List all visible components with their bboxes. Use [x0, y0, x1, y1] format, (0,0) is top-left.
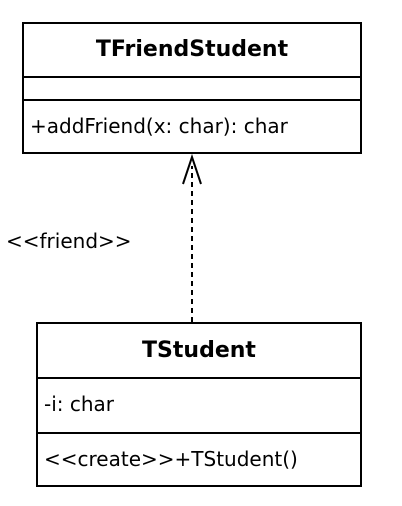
attributes-compartment: [24, 78, 360, 99]
operations-compartment: <<create>>+TStudent(): [38, 432, 360, 485]
operation-addfriend: +addFriend(x: char): char: [30, 114, 288, 138]
dependency-stereotype-label: <<friend>>: [6, 229, 132, 253]
operations-compartment: +addFriend(x: char): char: [24, 99, 360, 152]
operation-constructor: <<create>>+TStudent(): [44, 447, 298, 471]
open-arrowhead: [182, 153, 202, 185]
attributes-compartment: -i: char: [38, 379, 360, 432]
class-name: TStudent: [38, 324, 360, 379]
class-tstudent: TStudent -i: char <<create>>+TStudent(): [36, 322, 362, 487]
class-name: TFriendStudent: [24, 24, 360, 78]
class-tfriendstudent: TFriendStudent +addFriend(x: char): char: [22, 22, 362, 154]
attribute-i: -i: char: [44, 392, 115, 416]
